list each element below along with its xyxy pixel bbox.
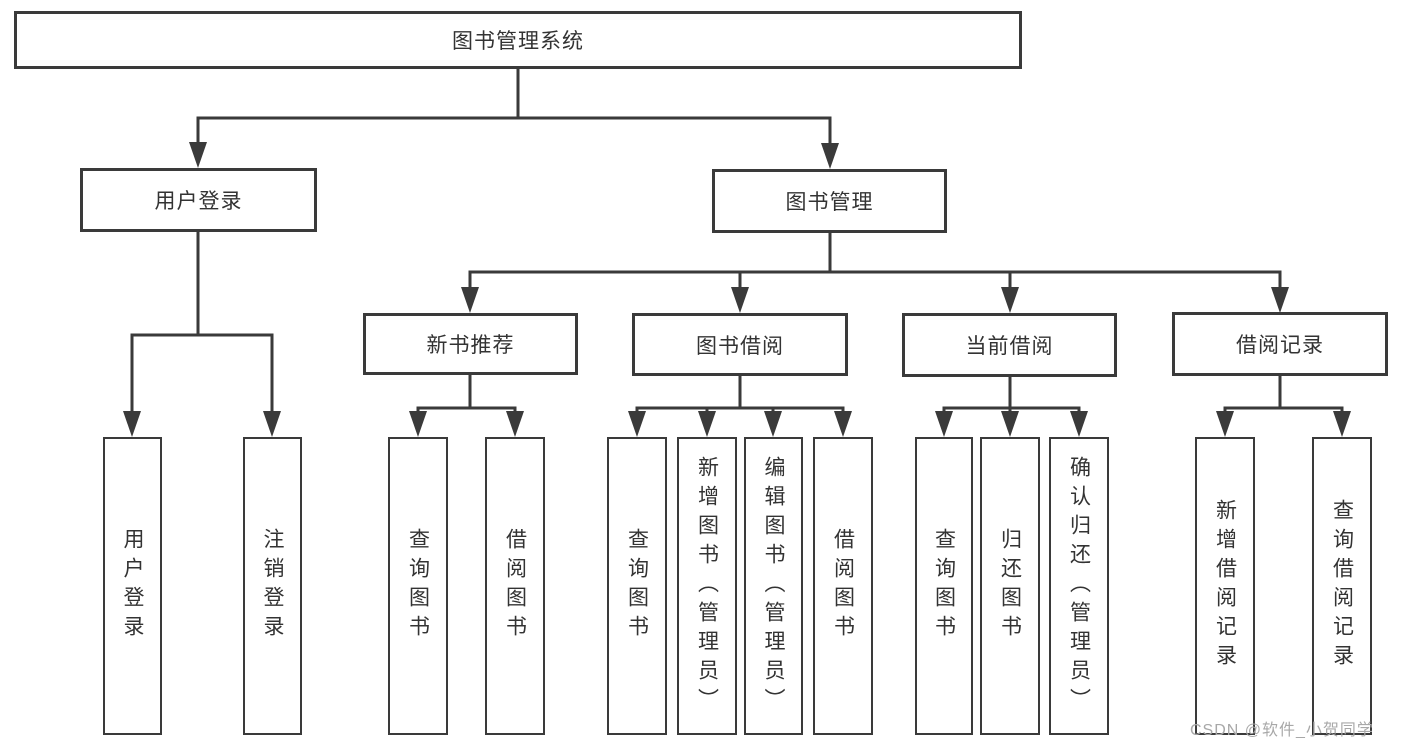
leaf-edit-book-admin: 编辑图书（管理员） bbox=[744, 437, 803, 735]
leaf-query-books-borrowing-label: 查询图书 bbox=[625, 528, 649, 644]
leaf-confirm-return-admin: 确认归还（管理员） bbox=[1049, 437, 1109, 735]
leaf-confirm-return-admin-label: 确认归还（管理员） bbox=[1067, 455, 1091, 717]
leaf-borrow-books-borrowing-label: 借阅图书 bbox=[831, 528, 855, 644]
leaf-logout-label: 注销登录 bbox=[261, 528, 284, 644]
leaf-query-books-borrowing: 查询图书 bbox=[607, 437, 667, 735]
node-current-borrowing: 当前借阅 bbox=[902, 313, 1117, 377]
node-new-book-recommendation: 新书推荐 bbox=[363, 313, 578, 375]
leaf-query-borrow-record: 查询借阅记录 bbox=[1312, 437, 1372, 735]
node-borrowing-records: 借阅记录 bbox=[1172, 312, 1388, 376]
leaf-return-book-label: 归还图书 bbox=[998, 528, 1022, 644]
csdn-watermark: CSDN @软件_小贺同学 bbox=[1190, 722, 1374, 739]
leaf-logout: 注销登录 bbox=[243, 437, 302, 735]
leaf-user-login-label: 用户登录 bbox=[121, 528, 144, 644]
node-user-login: 用户登录 bbox=[80, 168, 317, 232]
leaf-query-books-current: 查询图书 bbox=[915, 437, 973, 735]
leaf-borrow-books-recommend-label: 借阅图书 bbox=[503, 528, 527, 644]
leaf-add-book-admin-label: 新增图书（管理员） bbox=[695, 455, 719, 717]
leaf-user-login: 用户登录 bbox=[103, 437, 162, 735]
node-book-borrowing: 图书借阅 bbox=[632, 313, 848, 376]
leaf-edit-book-admin-label: 编辑图书（管理员） bbox=[762, 455, 785, 717]
node-system-root: 图书管理系统 bbox=[14, 11, 1022, 69]
leaf-borrow-books-recommend: 借阅图书 bbox=[485, 437, 545, 735]
leaf-add-book-admin: 新增图书（管理员） bbox=[677, 437, 737, 735]
leaf-query-books-recommend: 查询图书 bbox=[388, 437, 448, 735]
leaf-query-books-current-label: 查询图书 bbox=[932, 528, 956, 644]
leaf-query-borrow-record-label: 查询借阅记录 bbox=[1330, 499, 1354, 673]
leaf-borrow-books-borrowing: 借阅图书 bbox=[813, 437, 873, 735]
leaf-add-borrow-record-label: 新增借阅记录 bbox=[1213, 499, 1237, 673]
leaf-query-books-recommend-label: 查询图书 bbox=[406, 528, 430, 644]
node-book-management: 图书管理 bbox=[712, 169, 947, 233]
leaf-add-borrow-record: 新增借阅记录 bbox=[1195, 437, 1255, 735]
leaf-return-book: 归还图书 bbox=[980, 437, 1040, 735]
